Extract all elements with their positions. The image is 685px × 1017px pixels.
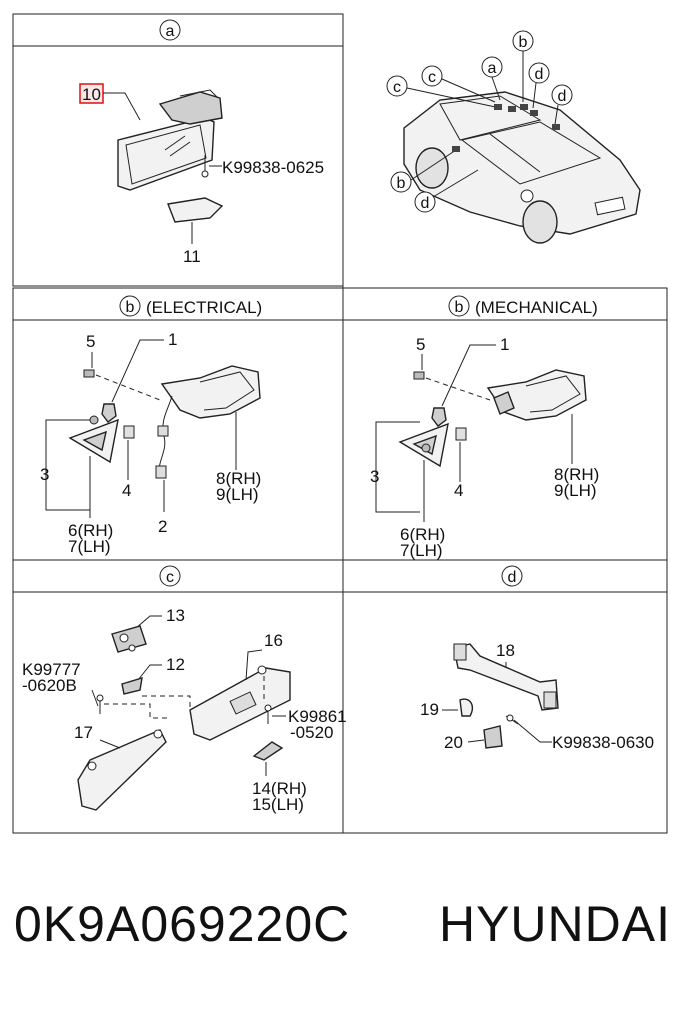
label-c-16: 16: [264, 631, 283, 650]
car-callout-a: a: [488, 60, 497, 77]
label-bm-5: 5: [416, 335, 425, 354]
label-be-9: 9(LH): [216, 485, 259, 504]
section-a-letter: a: [166, 23, 175, 40]
section-b-electrical-letter: b: [126, 299, 135, 316]
diagram-grid: [12, 13, 668, 834]
section-b-mechanical: 5 1 3 4 6(RH) 7(LH) 8(RH) 9(LH): [370, 335, 599, 560]
label-d-18: 18: [496, 641, 515, 660]
section-d-assist-handle: 18 19 20 K99838-0630: [420, 641, 654, 752]
section-b-mechanical-header: b (MECHANICAL): [448, 295, 598, 317]
label-d-bolt: K99838-0630: [552, 733, 654, 752]
label-bm-6: 6(RH): [400, 525, 445, 544]
inside-mirror-glass: [117, 117, 215, 191]
section-b-mechanical-title: (MECHANICAL): [475, 298, 598, 317]
car-callout-d1: d: [535, 66, 544, 83]
label-be-3: 3: [40, 465, 49, 484]
label-be-2: 2: [158, 517, 167, 536]
label-d-20: 20: [444, 733, 463, 752]
label-bm-7: 7(LH): [400, 541, 443, 560]
car-callout-c2: c: [428, 69, 436, 86]
label-c-bolt2-b: -0520: [290, 723, 333, 742]
car-callout-c1: c: [393, 79, 401, 96]
label-bm-8: 8(RH): [554, 465, 599, 484]
section-b-electrical: 5 1 3 4 6(RH) 7(LH) 8(RH) 9(LH) 2: [40, 330, 261, 556]
section-a-mirror: 10 K99838-0625 11: [79, 83, 324, 266]
section-d-letter: d: [508, 569, 517, 586]
label-c-bolt1-b: -0620B: [22, 676, 77, 695]
section-b-electrical-header: b (ELECTRICAL): [119, 295, 262, 317]
label-be-5: 5: [86, 332, 95, 351]
car-callout-b2: b: [397, 175, 406, 192]
mirror-cover-11: [167, 197, 224, 223]
car-callout-d2: d: [558, 88, 567, 105]
label-be-7: 7(LH): [68, 537, 111, 556]
label-bm-3: 3: [370, 467, 379, 486]
label-c-15: 15(LH): [252, 795, 304, 814]
section-a-header: a: [159, 19, 181, 41]
car-callout-b1: b: [519, 34, 528, 51]
label-bm-9: 9(LH): [554, 481, 597, 500]
label-d-19: 19: [420, 700, 439, 719]
mirror-mount: [158, 91, 223, 125]
section-b-mechanical-letter: b: [455, 299, 464, 316]
label-c-bolt1-a: K99777: [22, 660, 81, 679]
label-be-4: 4: [122, 481, 131, 500]
brand-name: HYUNDAI: [438, 896, 671, 952]
car-callout-d3: d: [421, 195, 430, 212]
section-c-letter: c: [166, 569, 174, 586]
car-overview: c c a b d d b d: [386, 30, 641, 244]
label-11: 11: [183, 247, 201, 266]
label-c-17: 17: [74, 723, 93, 742]
label-c-13: 13: [166, 606, 185, 625]
label-be-8: 8(RH): [216, 469, 261, 488]
label-be-1: 1: [168, 330, 177, 349]
label-bm-4: 4: [454, 481, 463, 500]
label-c-12: 12: [166, 655, 185, 674]
label-bm-1: 1: [500, 335, 509, 354]
part-number: 0K9A069220C: [14, 896, 351, 952]
section-d-header: d: [501, 565, 523, 587]
parts-diagram: a b (ELECTRICAL) b (MECHANICAL) c d 10 K…: [12, 13, 668, 834]
section-c-sunvisors: 13 12 K99777 -0620B 17 16 K99861 -0520: [22, 606, 347, 814]
label-c-bolt2-a: K99861: [288, 707, 347, 726]
section-b-electrical-title: (ELECTRICAL): [146, 298, 262, 317]
label-be-6: 6(RH): [68, 521, 113, 540]
label-bolt-K99838-0625: K99838-0625: [222, 158, 324, 177]
label-c-14: 14(RH): [252, 779, 307, 798]
footer: 0K9A069220C HYUNDAI: [0, 895, 685, 985]
label-10: 10: [82, 85, 101, 104]
section-c-header: c: [159, 565, 181, 587]
